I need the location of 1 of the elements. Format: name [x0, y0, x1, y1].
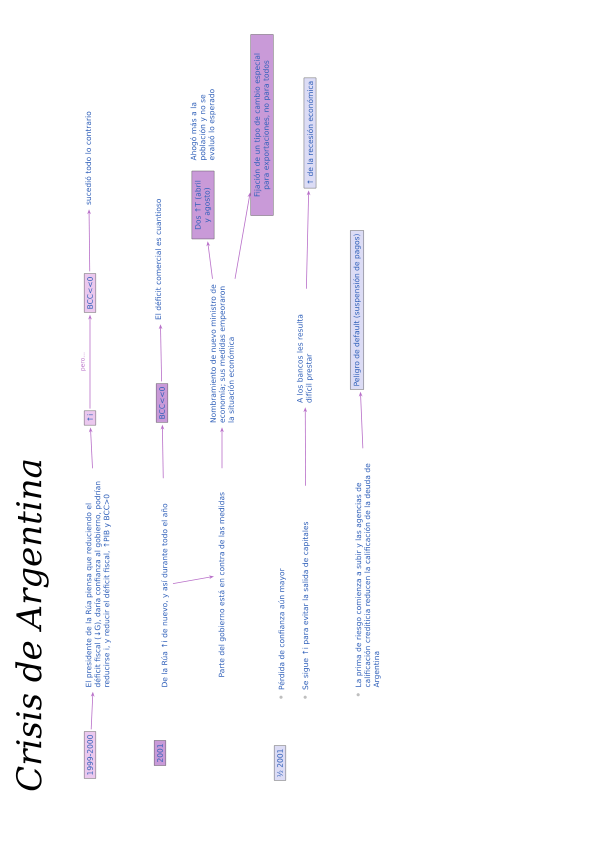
title: Crisis de Argentina	[15, 460, 49, 790]
